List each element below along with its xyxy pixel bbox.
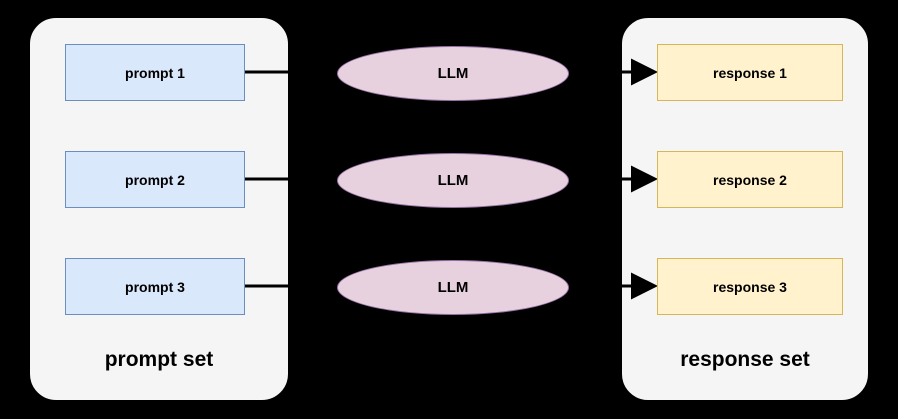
prompt-2-label: prompt 2 [125,171,185,188]
prompt-set-label: prompt set [104,348,214,371]
response-1-label: response 1 [713,64,787,81]
response-set-label: response set [680,348,810,371]
prompt-3-node: prompt 3 [65,258,245,315]
llm-node-3: LLM [337,260,569,315]
llm-node-2-label: LLM [437,172,469,189]
response-2-node: response 2 [657,151,843,208]
llm-node-2: LLM [337,153,569,208]
prompt-2-node: prompt 2 [65,151,245,208]
prompt-1-node: prompt 1 [65,44,245,101]
llm-node-3-label: LLM [437,279,469,296]
llm-node-1-label: LLM [437,65,469,82]
prompt-1-label: prompt 1 [125,64,185,81]
response-1-node: response 1 [657,44,843,101]
response-3-node: response 3 [657,258,843,315]
prompt-3-label: prompt 3 [125,278,185,295]
response-2-label: response 2 [713,171,787,188]
response-3-label: response 3 [713,278,787,295]
llm-node-1: LLM [337,46,569,101]
